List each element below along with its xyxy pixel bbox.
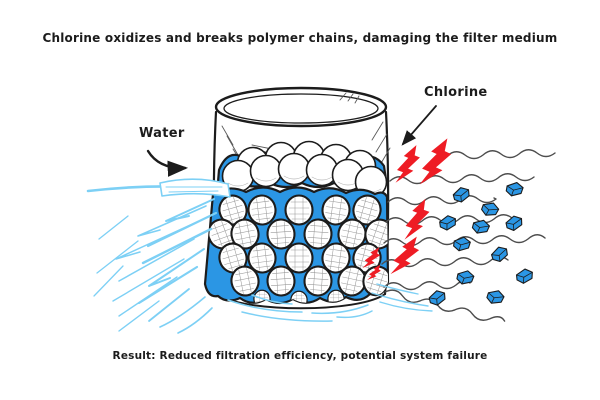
polymer-fragment — [470, 217, 492, 237]
water-jet — [159, 178, 231, 198]
polymer-fragment — [438, 214, 458, 232]
filter-pore — [284, 242, 314, 274]
filter-pore — [284, 194, 314, 226]
polymer-fragment — [504, 214, 525, 233]
polymer-fragment — [427, 288, 448, 308]
glass-rim-outer — [214, 86, 388, 128]
filter-pore — [265, 264, 297, 298]
chlorine-attack — [361, 134, 556, 322]
diagram-title: Chlorine oxidizes and breaks polymer cha… — [42, 31, 558, 45]
filter-pore — [302, 217, 334, 251]
filter-membrane — [203, 140, 390, 305]
chlorine-label: Chlorine — [424, 85, 488, 100]
water-arrow — [146, 149, 189, 177]
chlorine-arrow — [401, 105, 437, 146]
chlorine-gas-squiggles — [381, 149, 556, 322]
filter-pore — [302, 264, 334, 298]
base-ripples — [227, 294, 373, 322]
polymer-fragment — [515, 267, 534, 285]
polymer-bead — [249, 154, 283, 188]
polymer-fragment — [489, 244, 511, 264]
water-label: Water — [139, 126, 185, 141]
lightning-icon — [402, 196, 432, 244]
glass-rim-inner — [223, 93, 379, 124]
polymer-fragment — [451, 185, 472, 205]
filter-pore — [265, 217, 297, 251]
polymer-fragment — [485, 287, 506, 307]
water-splash — [86, 178, 231, 334]
result-caption: Result: Reduced filtration efficiency, p… — [112, 350, 488, 362]
polymer-bead — [277, 152, 311, 186]
side-ripples-right — [371, 283, 433, 312]
polymer-fragment — [505, 180, 525, 199]
polymer-fragment — [452, 235, 472, 253]
